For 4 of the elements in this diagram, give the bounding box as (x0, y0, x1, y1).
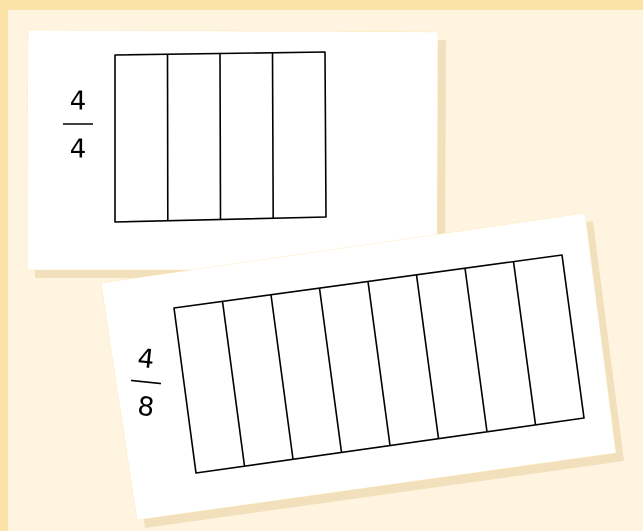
numerator: 4 (138, 348, 152, 368)
denominator: 4 (71, 138, 85, 158)
numerator: 4 (71, 90, 85, 110)
denominator: 8 (139, 396, 153, 416)
